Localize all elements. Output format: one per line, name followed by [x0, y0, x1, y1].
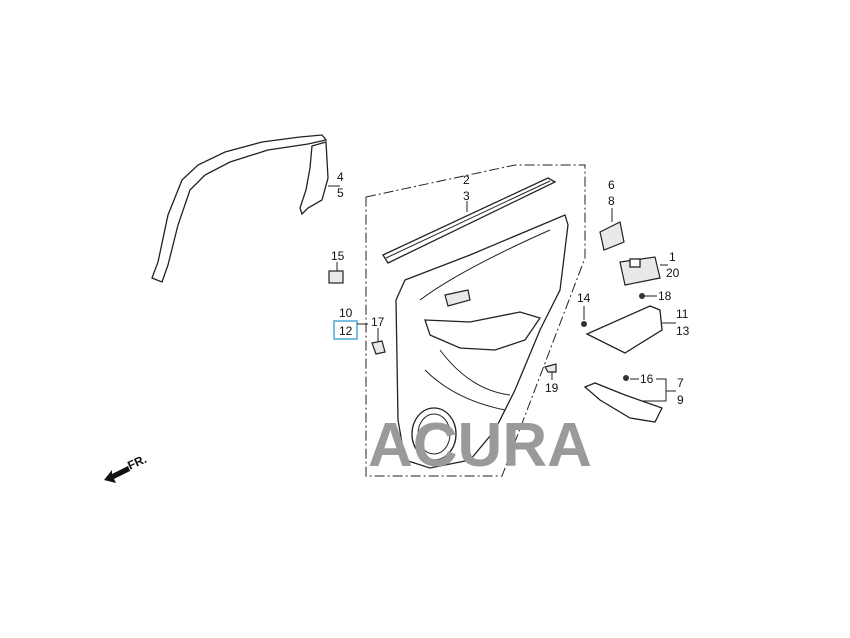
callout-17: 17: [371, 315, 385, 329]
callout-14: 14: [577, 291, 591, 305]
front-arrow-icon: [104, 466, 130, 483]
callout-7: 7: [677, 376, 684, 390]
front-label: FR.: [125, 452, 148, 473]
screw-19[interactable]: [544, 363, 557, 373]
pull-pocket[interactable]: [583, 382, 663, 423]
callout-18: 18: [658, 289, 672, 303]
cover-6[interactable]: [599, 221, 625, 251]
clip-15[interactable]: [328, 270, 344, 284]
callout-4: 4: [337, 170, 344, 184]
callout-1: 1: [669, 250, 676, 264]
callout-6: 6: [608, 178, 615, 192]
front-direction-indicator: FR.: [104, 452, 149, 483]
callout-16: 16: [640, 372, 654, 386]
highlight-box-12[interactable]: [333, 320, 358, 340]
door-sash-molding[interactable]: [151, 134, 329, 283]
callout-labels: 4 5 2 3 6 8 15 1 20 18 14 10 12 17 11 13…: [331, 170, 690, 407]
callout-12[interactable]: 12: [339, 324, 353, 338]
assembly-outline: [365, 164, 586, 477]
clip-16[interactable]: [623, 375, 629, 381]
callout-11: 11: [676, 307, 689, 321]
callout-8: 8: [608, 194, 615, 208]
screw-18[interactable]: [639, 293, 645, 299]
screw-14[interactable]: [581, 321, 587, 327]
callout-5: 5: [337, 186, 344, 200]
callout-9: 9: [677, 393, 684, 407]
callout-15: 15: [331, 249, 345, 263]
callout-10: 10: [339, 306, 353, 320]
door-lining[interactable]: [395, 214, 569, 469]
armrest-panel[interactable]: [585, 305, 663, 354]
callout-20: 20: [666, 266, 680, 280]
power-window-switch[interactable]: [619, 256, 661, 286]
clip-17[interactable]: [371, 340, 386, 355]
callout-3: 3: [463, 189, 470, 203]
weatherstrip[interactable]: [382, 177, 557, 264]
callout-13: 13: [676, 324, 690, 338]
callout-2: 2: [463, 173, 470, 187]
callout-19: 19: [545, 381, 559, 395]
